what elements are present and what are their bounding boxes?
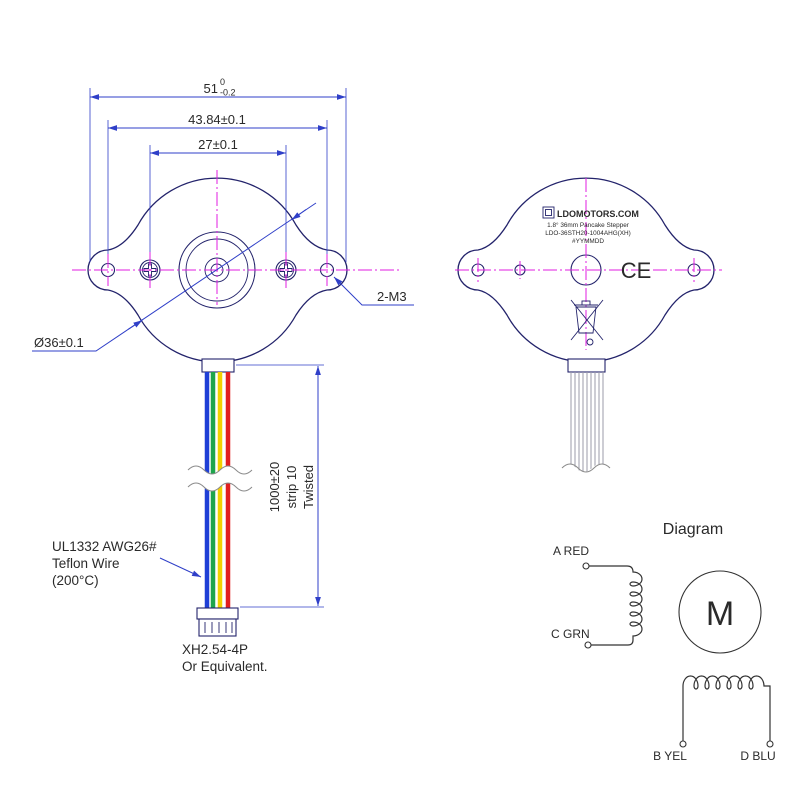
wire-break-gap — [560, 464, 624, 494]
connector-line-2: Or Equivalent. — [182, 659, 268, 674]
wire-bundle — [204, 372, 231, 609]
bin-body — [575, 306, 597, 334]
motor-circle — [678, 570, 762, 654]
connector-collar — [196, 607, 239, 620]
dim-diameter-arrow-upper — [291, 209, 307, 221]
product-description: 1.8° 36mm Pancake Stepper — [547, 221, 630, 229]
extension-lines — [89, 88, 347, 608]
wire-exit-housing — [567, 358, 606, 373]
terminal-c-label: C GRN — [551, 627, 590, 641]
terminal-d — [766, 740, 774, 748]
logo-inner — [545, 209, 552, 216]
coil-winding-vertical — [589, 565, 643, 646]
terminal-d-label: D BLU — [740, 749, 775, 763]
brand-name: LDOMOTORS.COM — [557, 209, 639, 219]
logo-frame — [542, 206, 555, 219]
break-wave-bottom — [187, 482, 253, 492]
motor-label: M — [706, 595, 734, 633]
terminal-a-label: A RED — [553, 544, 589, 558]
wiring-diagram: Diagram A RED C GRN M B YEL D BLU — [551, 521, 776, 763]
mounting-holes-leader — [333, 276, 414, 306]
wire-spec-line-3: (200°C) — [52, 573, 99, 588]
dim-overall-width-lower-tol: -0.2 — [220, 88, 236, 98]
dim-overall-width-upper-tol: 0 — [220, 77, 225, 87]
dim-diameter-value: Ø36±0.1 — [34, 335, 84, 350]
lead-strip-value: strip 10 — [284, 466, 299, 509]
wire-bundle-rear — [560, 372, 624, 494]
phillips-cross-icon — [279, 263, 293, 277]
dim-hole-spacing-value: 43.84±0.1 — [188, 112, 246, 127]
callout-wire-spec: UL1332 AWG26# Teflon Wire (200°C) — [52, 539, 202, 588]
wire-break-mark — [187, 465, 253, 492]
break-wave-top — [187, 465, 253, 475]
dim-screw-spacing-value: 27±0.1 — [198, 137, 238, 152]
coil-b-d: B YEL D BLU — [653, 675, 776, 763]
wire-exit-housing — [201, 358, 235, 373]
break-gap — [188, 466, 252, 491]
date-code: #YYMMDD — [572, 238, 604, 245]
connector-body — [198, 618, 237, 637]
wire-break-wave — [561, 463, 611, 473]
dim-diameter-arrow-lower — [127, 319, 143, 330]
front-view: 51 0 -0.2 43.84±0.1 27±0.1 Ø36±0.1 2-M3 … — [32, 77, 414, 674]
callout-mounting-holes: 2-M3 — [333, 276, 414, 306]
phillips-cross-icon — [143, 263, 157, 277]
bin-wheel — [586, 338, 594, 346]
coil-winding-horizontal — [682, 675, 771, 741]
weee-crossed-bin-icon — [570, 299, 604, 346]
lead-length-value: 1000±20 — [267, 462, 282, 513]
coil-a-c: A RED C GRN — [551, 544, 643, 649]
dim-overall-width-value: 51 — [204, 81, 218, 96]
terminal-b-label: B YEL — [653, 749, 687, 763]
front-centerlines — [72, 170, 400, 305]
terminal-a — [582, 562, 590, 570]
mounting-holes-label: 2-M3 — [377, 289, 407, 304]
wire-spec-leader — [159, 557, 202, 578]
dim-lead-length: 1000±20 strip 10 Twisted — [267, 366, 321, 606]
dim-diameter: Ø36±0.1 — [32, 202, 317, 352]
terminal-c — [584, 641, 592, 649]
bin-cross — [570, 299, 604, 341]
xh-connector — [196, 607, 239, 637]
motor-symbol: M — [678, 570, 762, 654]
callout-connector: XH2.54-4P Or Equivalent. — [182, 642, 268, 674]
dim-screw-spacing: 27±0.1 — [150, 137, 286, 156]
terminal-b — [679, 740, 687, 748]
dim-hole-spacing: 43.84±0.1 — [108, 112, 327, 131]
wire-spec-line-1: UL1332 AWG26# — [52, 539, 157, 554]
dim-diameter-leader — [32, 202, 317, 352]
connector-line-1: XH2.54-4P — [182, 642, 248, 657]
rear-view: LDOMOTORS.COM 1.8° 36mm Pancake Stepper … — [455, 177, 722, 494]
ce-mark-icon: CE — [621, 258, 652, 283]
dim-overall-width: 51 0 -0.2 — [90, 77, 346, 100]
wire-spec-line-2: Teflon Wire — [52, 556, 120, 571]
connector-pins — [204, 622, 233, 633]
part-number: LDO-36STH20-1004AHG(XH) — [545, 230, 631, 237]
lead-finish-value: Twisted — [301, 465, 316, 509]
ldo-logo-icon — [542, 206, 555, 219]
diagram-title: Diagram — [663, 521, 723, 538]
